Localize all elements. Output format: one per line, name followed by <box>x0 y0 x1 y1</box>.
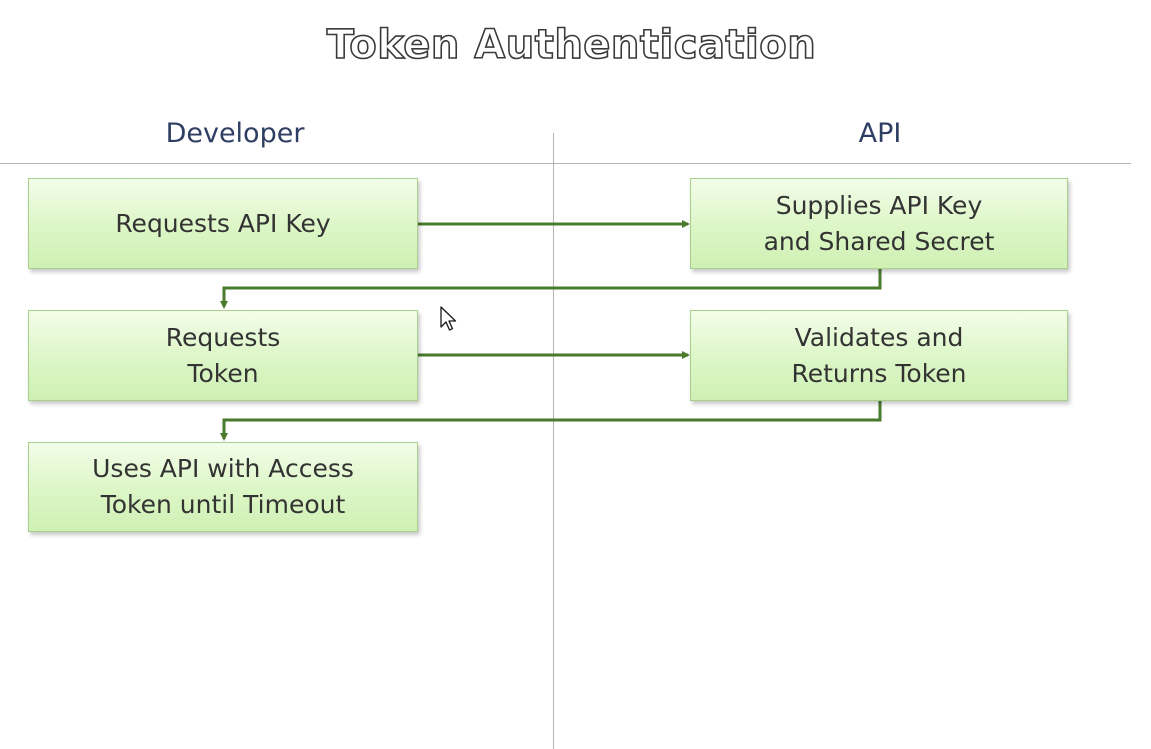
lane-header-divider <box>0 163 1131 164</box>
connector-validates-token-to-uses-api <box>220 401 882 441</box>
step-validates-token: Validates and Returns Token <box>690 310 1068 401</box>
step-uses-api: Uses API with Access Token until Timeout <box>28 442 418 532</box>
step-requests-token: Requests Token <box>28 310 418 401</box>
step-supplies-api-key: Supplies API Key and Shared Secret <box>690 178 1068 269</box>
lane-header-developer: Developer <box>165 118 305 149</box>
step-requests-api-key: Requests API Key <box>28 178 418 269</box>
lane-header-api: API <box>858 118 902 149</box>
mouse-pointer-icon <box>440 306 457 331</box>
diagram-title: Token Authentication <box>326 21 817 69</box>
connector-supplies-api-key-to-requests-token <box>220 269 882 309</box>
lane-divider <box>553 133 554 749</box>
